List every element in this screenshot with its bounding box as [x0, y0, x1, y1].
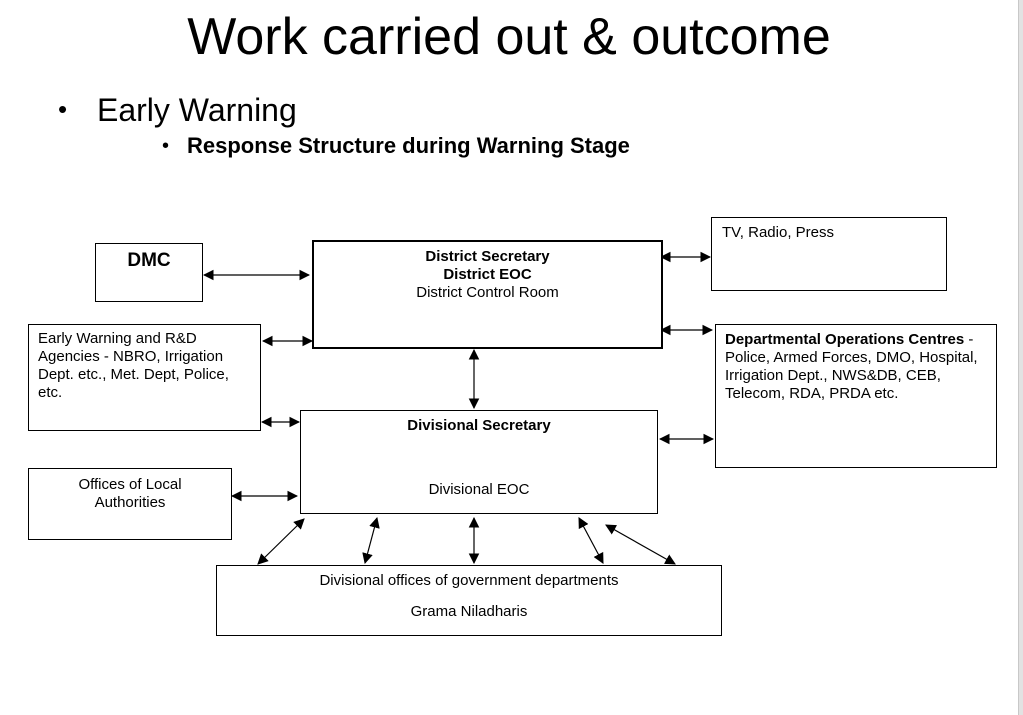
slide-right-edge [1018, 0, 1023, 715]
divisional-eoc-label: Divisional EOC [428, 481, 530, 498]
dmc-box: DMC [95, 243, 203, 302]
arrow-divisional-bottom-5 [605, 524, 676, 565]
departmental-detail: - Police, Armed Forces, DMO, Hospital, I… [725, 331, 978, 402]
bullet-response-structure-text: Response Structure during Warning Stage [187, 133, 630, 158]
divisional-box: Divisional Secretary Divisional EOC [300, 410, 658, 514]
dmc-label: DMC [127, 250, 171, 271]
district-secretary-label: District Secretary [425, 248, 550, 265]
departmental-title: Departmental Operations Centres [725, 331, 965, 348]
divisional-offices-label: Divisional offices of government departm… [319, 572, 619, 589]
arrow-divisional-bottom-2 [362, 516, 380, 565]
local-authorities-box: Offices of Local Authorities [28, 468, 232, 540]
arrow-divisional-bottom-1 [257, 518, 305, 565]
departmental-box: Departmental Operations Centres - Police… [715, 324, 997, 468]
bottom-box: Divisional offices of government departm… [216, 565, 722, 636]
media-box: TV, Radio, Press [711, 217, 947, 291]
district-control-room-label: District Control Room [416, 284, 559, 301]
slide-title: Work carried out & outcome [187, 8, 831, 66]
district-eoc-label: District EOC [443, 266, 532, 283]
media-label: TV, Radio, Press [722, 224, 834, 241]
early-warning-box: Early Warning and R&D Agencies - NBRO, I… [28, 324, 261, 431]
bullet-dot: • [58, 94, 68, 124]
district-box: District Secretary District EOC District… [312, 240, 663, 349]
divisional-secretary-label: Divisional Secretary [407, 417, 551, 434]
grama-niladharis-label: Grama Niladharis [410, 603, 528, 620]
early-warning-label: Early Warning and R&D Agencies - NBRO, I… [38, 330, 229, 401]
arrow-divisional-bottom-4 [578, 517, 604, 564]
bullet-dot: • [162, 135, 170, 157]
local-authorities-label: Offices of Local Authorities [78, 476, 182, 511]
bullet-early-warning-text: Early Warning [97, 92, 297, 128]
